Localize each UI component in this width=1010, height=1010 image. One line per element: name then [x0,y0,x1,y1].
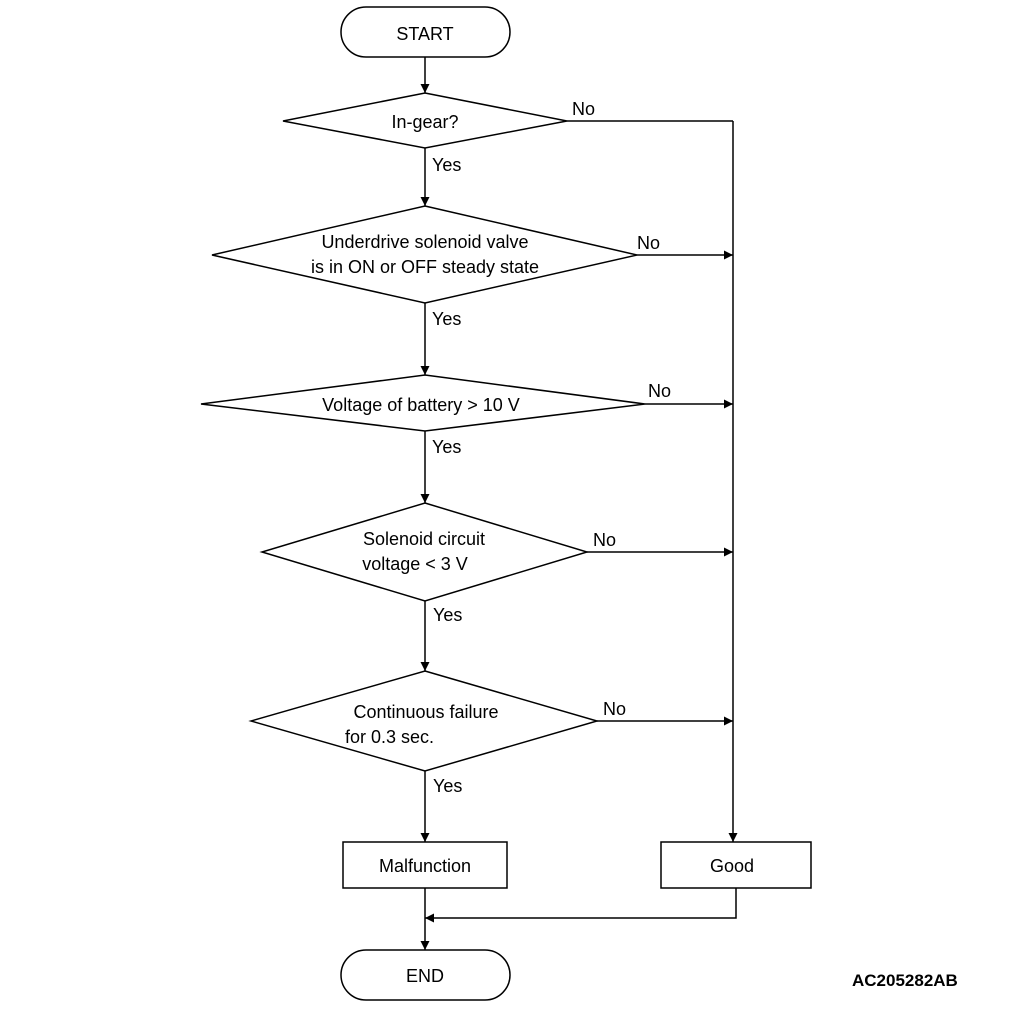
decision-label-line: for 0.3 sec. [345,727,434,747]
no-label: No [648,381,671,401]
decision-label-line: In-gear? [391,112,458,132]
malfunction-label: Malfunction [379,856,471,876]
yes-label: Yes [433,605,462,625]
decision-in-gear: In-gear? [282,92,568,149]
yes-label: Yes [432,437,461,457]
yes-label: Yes [432,309,461,329]
end-terminal: END [340,949,511,1001]
decision-battery-voltage: Voltage of battery > 10 V [200,374,646,432]
no-label: No [637,233,660,253]
decision-label-line: Solenoid circuit [363,529,485,549]
decision-label-line: Underdrive solenoid valve [321,232,528,252]
end-label: END [406,966,444,986]
start-label: START [396,24,453,44]
no-label: No [593,530,616,550]
no-label: No [603,699,626,719]
decision-label-line: Voltage of battery > 10 V [322,395,520,415]
decision-underdrive-solenoid: Underdrive solenoid valve is in ON or OF… [211,205,638,304]
start-terminal: START [340,6,511,58]
decision-label-line: Continuous failure [353,702,498,722]
malfunction-box: Malfunction [342,841,508,889]
connector-good-to-end [425,888,737,923]
figure-code: AC205282AB [852,971,958,990]
decision-label-line: voltage < 3 V [362,554,468,574]
good-label: Good [710,856,754,876]
good-box: Good [660,841,812,889]
yes-label: Yes [433,776,462,796]
yes-label: Yes [432,155,461,175]
no-label: No [572,99,595,119]
decision-solenoid-circuit-voltage: Solenoid circuit voltage < 3 V [259,502,590,602]
decision-label-line: is in ON or OFF steady state [311,257,539,277]
decision-continuous-failure: Continuous failure for 0.3 sec. [248,670,600,772]
